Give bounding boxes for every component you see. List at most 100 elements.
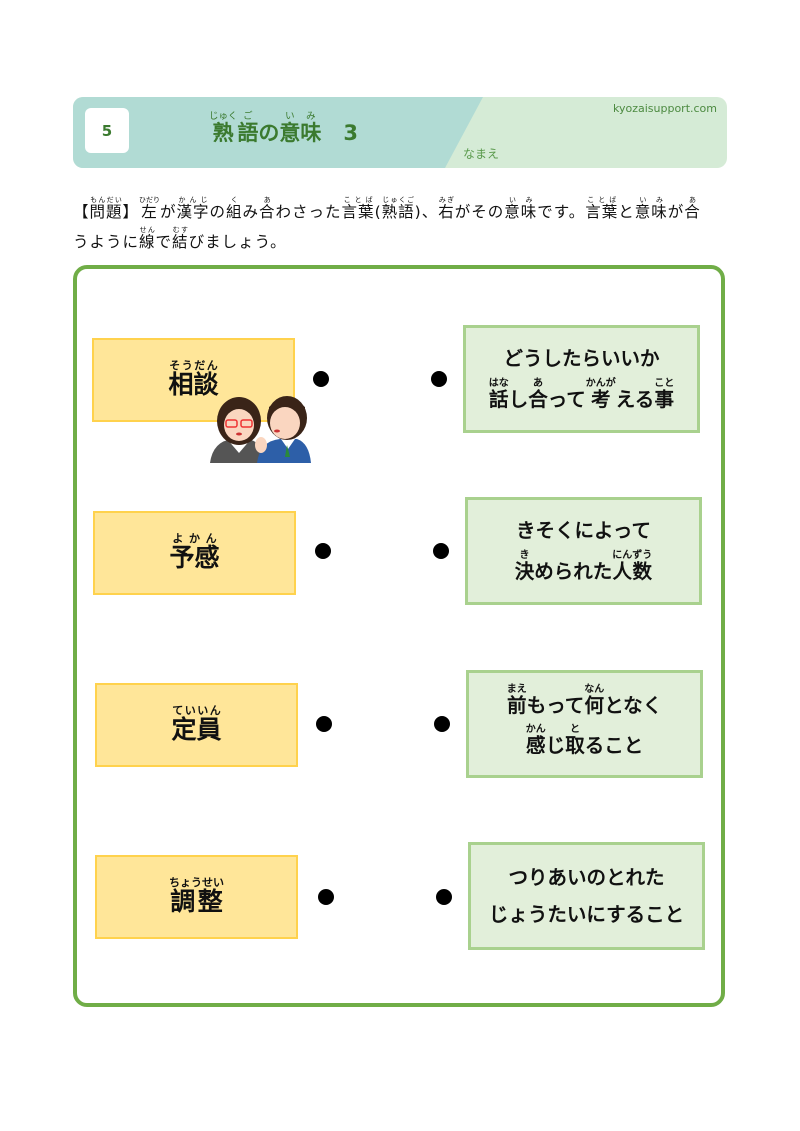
ruby-segment: 漢字かんじ (176, 196, 210, 221)
title-number: 3 (343, 121, 358, 145)
ruby-segment: じ (546, 734, 566, 757)
furigana: かん (525, 724, 546, 735)
base-text: と (618, 203, 635, 221)
left-dot-3[interactable] (316, 716, 332, 732)
ruby-segment: ること (585, 734, 644, 757)
meaning-box-1[interactable]: どうしたらいいか話はなし合あって考かんがえる事こと (463, 325, 700, 433)
base-text: 問題 (89, 203, 123, 221)
right-dot-4[interactable] (436, 889, 452, 905)
base-text: 調整 (169, 887, 224, 916)
word-box-3[interactable]: 定員ていいん (95, 683, 298, 767)
base-text: められた (534, 559, 613, 583)
ruby-segment: 熟語じゅくご (381, 196, 415, 221)
ruby-segment: ( (375, 203, 382, 221)
ruby-segment: の (209, 203, 226, 221)
base-text: 線 (139, 233, 156, 251)
ruby-segment: 取と (565, 724, 585, 757)
furigana: ちょうせい (169, 876, 224, 889)
meaning-line: 前まえもって何なんとなく (507, 684, 662, 724)
right-dot-3[interactable] (434, 716, 450, 732)
base-text: 決 (514, 559, 535, 583)
ruby-segment: 熟じゅく (209, 111, 237, 145)
ruby-segment: し (509, 388, 529, 411)
right-dot-2[interactable] (433, 543, 449, 559)
ruby-segment: )、 (415, 203, 439, 221)
base-text: って (547, 387, 586, 411)
furigana: はな (488, 377, 509, 389)
meaning-box-4[interactable]: つりあいのとれたじょうたいにすること (468, 842, 705, 950)
base-text: です。 (537, 203, 586, 221)
word-box-4[interactable]: 調整ちょうせい (95, 855, 298, 939)
base-text: 取 (565, 734, 585, 757)
base-text: の (258, 121, 280, 145)
furigana: じゅくご (381, 196, 415, 204)
instruction-text: 【問題もんだい】左ひだりが漢字かんじの組くみ合あわさった言葉ことば(熟語じゅくご… (73, 196, 733, 257)
base-text: 意味 (634, 203, 668, 221)
furigana: まえ (506, 683, 527, 695)
base-text: びましょう。 (188, 233, 287, 251)
ruby-segment: で (156, 233, 173, 251)
ruby-segment: がその (455, 203, 505, 221)
ruby-segment: 調整ちょうせい (169, 876, 224, 918)
furigana: こと (654, 377, 675, 389)
meaning-box-3[interactable]: 前まえもって何なんとなく感かんじ取とること (466, 670, 703, 778)
furigana: ことば (585, 196, 619, 204)
ruby-segment: 結むす (172, 226, 189, 251)
worksheet-header: 5 熟じゅく語ごの意い味み3 kyozaisupport.com なまえ (73, 97, 727, 168)
ruby-segment: 事こと (654, 378, 674, 411)
base-text: 前 (506, 693, 527, 717)
base-text: 合 (684, 203, 701, 221)
base-text: どうしたらいいか (503, 347, 660, 371)
meaning-line: つりあいのとれた (508, 859, 664, 896)
left-dot-4[interactable] (318, 889, 334, 905)
ruby-segment: 何なん (584, 684, 604, 717)
base-text: 予感 (169, 543, 220, 572)
base-text: 感 (525, 734, 546, 757)
header-teal-band (73, 97, 483, 168)
base-text: つりあいのとれた (508, 865, 665, 889)
name-label: なまえ (463, 147, 500, 161)
base-text: 相談 (168, 370, 219, 399)
right-dot-1[interactable] (431, 371, 447, 387)
ruby-segment: わさった (276, 203, 342, 221)
ruby-segment: 意い (279, 111, 301, 145)
word-box-1[interactable]: 相談そうだん (92, 338, 295, 422)
ruby-segment: える (616, 388, 654, 411)
base-text: で (155, 233, 173, 251)
ruby-segment: 組く (226, 196, 243, 221)
ruby-segment: と (618, 203, 635, 221)
ruby-segment: となく (604, 694, 662, 717)
furigana: むす (172, 226, 189, 234)
base-text: 【 (73, 203, 90, 221)
word-box-2[interactable]: 予感よかん (93, 511, 296, 595)
base-text: )、 (414, 203, 439, 221)
base-text: 漢字 (176, 203, 210, 221)
left-dot-2[interactable] (315, 543, 331, 559)
ruby-segment: 前まえ (506, 684, 527, 717)
ruby-segment: 【 (73, 203, 90, 221)
meaning-box-2[interactable]: きそくによって決きめられた人数にんずう (465, 497, 702, 605)
furigana: く (225, 196, 243, 204)
base-text: 熟語 (381, 203, 415, 221)
ruby-segment: 合あ (684, 196, 701, 221)
furigana: い (279, 111, 301, 122)
ruby-segment: 】 (123, 203, 140, 221)
base-text: し (508, 387, 529, 411)
base-text: ること (584, 734, 644, 757)
furigana: じゅく (209, 111, 238, 122)
ruby-segment: 考かんが (586, 378, 616, 411)
base-text: 合 (259, 203, 276, 221)
meaning-line: じょうたいにすること (489, 896, 684, 933)
ruby-segment: うように (73, 233, 139, 251)
ruby-segment: です。 (537, 203, 585, 221)
ruby-segment: びましょう。 (189, 233, 287, 251)
ruby-segment: 人数にんずう (612, 550, 652, 583)
ruby-segment: の (258, 121, 279, 145)
left-dot-1[interactable] (313, 371, 329, 387)
ruby-segment: み (243, 203, 260, 221)
base-text: 意 (279, 121, 301, 145)
ruby-segment: つりあいのとれた (508, 866, 664, 889)
furigana: み (300, 111, 322, 122)
furigana: ひだり (139, 196, 160, 204)
ruby-segment: きそくによって (516, 519, 651, 542)
